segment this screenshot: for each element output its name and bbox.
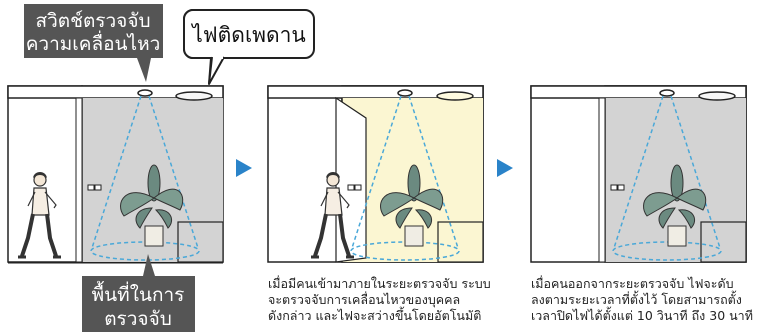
next-step-arrow-1 [236,159,252,177]
detection-area-callout-line-2: ตรวจจับ [104,308,172,330]
detection-area-callout: พื้นที่ในการ ตรวจจับ [82,254,195,332]
motion-sensor-icon [137,89,153,97]
next-step-arrow-2 [497,159,513,177]
panel-3 [530,85,747,263]
sensor-callout-line-1: สวิตช์ตรวจจับ [35,10,150,32]
sensor-callout-line-2: ความเคลื่อนไหว [26,30,161,55]
ceiling-light-callout-label: ไฟติดเพดาน [190,23,306,47]
ceiling-light-icon [436,91,474,101]
detection-cone [612,95,722,261]
step-3-caption-line-1: เมื่อคนออกจากระยะตรวจจับ ไฟจะดับ [531,276,734,291]
door-frame [75,97,83,263]
ceiling-light-icon [175,91,213,101]
panel-1 [7,85,224,264]
detection-area-callout-line-1: พื้นที่ในการ [92,281,185,306]
ceiling-light-callout: ไฟติดเพดาน [183,9,315,85]
motion-sensor-icon [397,89,413,97]
wall-switch-icon [87,184,95,191]
step-2-caption-line-3: ดังกล่าว และไฟจะสว่างขึ้นโดยอัตโนมัติ [268,308,482,323]
step-2-caption-line-2: จะตรวจจับการเคลื่อนไหวของบุคคล [268,292,461,307]
ceiling-light-icon [698,91,736,101]
step-2-caption-line-1: เมื่อมีคนเข้ามาภายในระยะตรวจจับ ระบบ [268,276,491,291]
step-3-caption-line-2: ลงตามระยะเวลาที่ตั้งไว้ โดยสามารถตั้ง [531,292,742,307]
panel-2 [267,85,484,263]
detection-cone [90,95,200,261]
detection-cone [350,95,460,261]
step-3-caption: เมื่อคนออกจากระยะตรวจจับ ไฟจะดับ ลงตามระ… [531,276,753,324]
cabinet [177,221,224,263]
motion-sensor-icon [659,89,675,97]
sensor-callout: สวิตช์ตรวจจับ ความเคลื่อนไหว [24,4,163,82]
open-door [335,96,367,263]
step-2-caption: เมื่อมีคนเข้ามาภายในระยะตรวจจับ ระบบ จะต… [268,276,491,324]
step-3-caption-line-3: เวลาปิดไฟได้ตั้งแต่ 10 วินาที ถึง 30 นาท… [531,308,753,323]
